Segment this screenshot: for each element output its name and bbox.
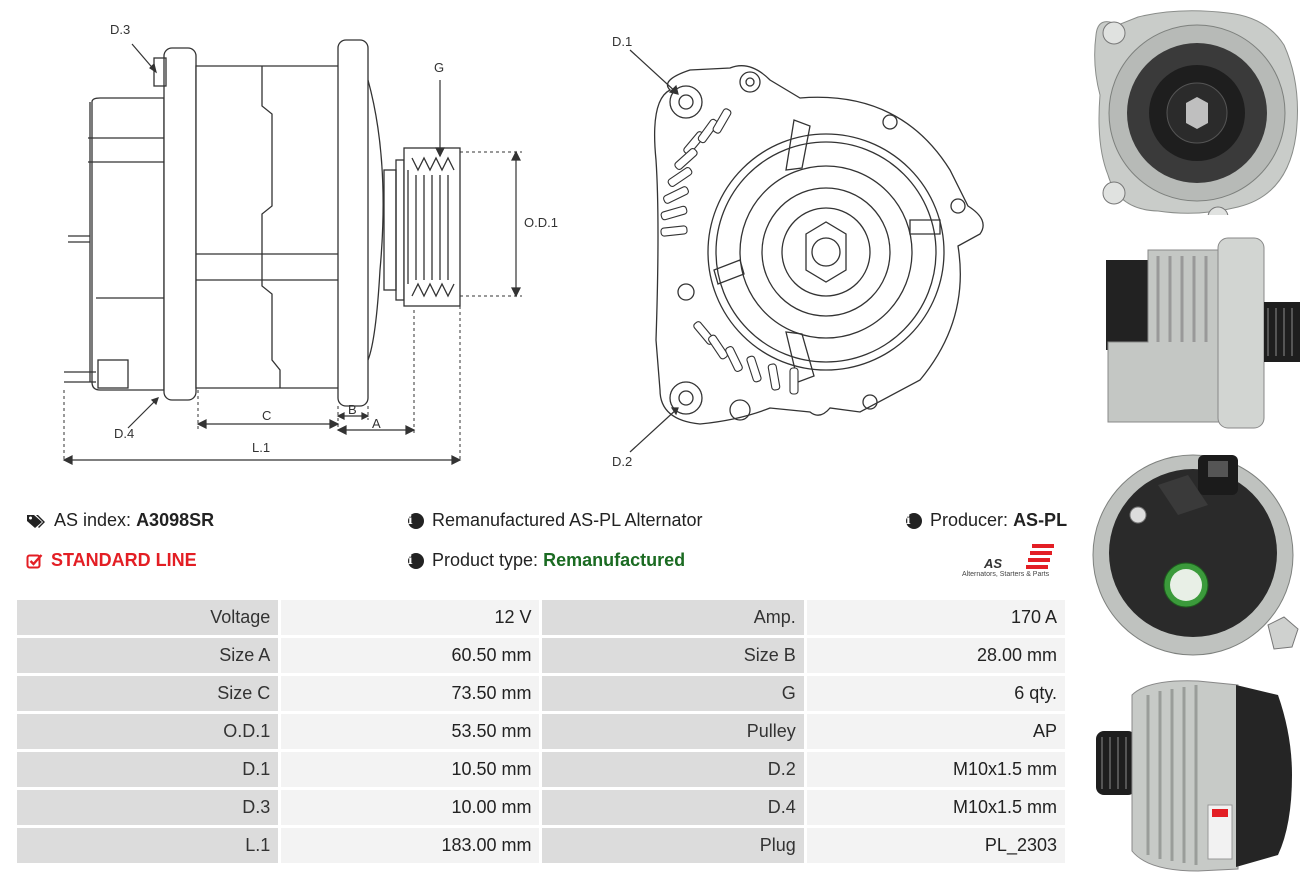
as-logo-mark: AS — [983, 544, 1054, 571]
product-line-row: STANDARD LINE — [26, 550, 197, 571]
spec-value: 12 V — [281, 600, 540, 635]
side-view-drawing: D.3 G O.D.1 D.4 B C A L.1 — [62, 22, 558, 465]
table-row: Size C 73.50 mm G 6 qty. — [17, 676, 1065, 711]
logo-text: AS — [983, 556, 1002, 571]
spec-label: L.1 — [17, 828, 279, 863]
spec-value: 10.50 mm — [281, 752, 540, 787]
spec-label: G — [542, 676, 804, 711]
spec-value: AP — [806, 714, 1065, 749]
product-photo-side — [1106, 237, 1300, 429]
logo-caption: Alternators, Starters & Parts — [962, 571, 1050, 578]
spec-value: 28.00 mm — [806, 638, 1065, 673]
spec-value: M10x1.5 mm — [806, 752, 1065, 787]
product-description: Remanufactured AS-PL Alternator — [432, 510, 703, 530]
label-l1: L.1 — [252, 440, 270, 455]
producer-row: i Producer: AS-PL — [906, 510, 1067, 531]
table-row: L.1 183.00 mm Plug PL_2303 — [17, 828, 1065, 863]
spec-value: 73.50 mm — [281, 676, 540, 711]
check-square-icon — [26, 553, 43, 568]
spec-value: 10.00 mm — [281, 790, 540, 825]
table-row: Voltage 12 V Amp. 170 A — [17, 600, 1065, 635]
producer-value: AS-PL — [1013, 510, 1068, 530]
spec-label: D.2 — [542, 752, 804, 787]
spec-value: 60.50 mm — [281, 638, 540, 673]
table-row: D.1 10.50 mm D.2 M10x1.5 mm — [17, 752, 1065, 787]
spec-label: D.1 — [17, 752, 279, 787]
spec-label: Size B — [542, 638, 804, 673]
product-type-value: Remanufactured — [543, 550, 686, 570]
spec-value: 170 A — [806, 600, 1065, 635]
table-row: Size A 60.50 mm Size B 28.00 mm — [17, 638, 1065, 673]
specification-table: Voltage 12 V Amp. 170 A Size A 60.50 mm … — [14, 597, 1068, 866]
front-view-drawing: D.1 D.2 — [612, 34, 984, 469]
info-circle-icon: i — [906, 512, 922, 529]
product-line-label: STANDARD LINE — [51, 550, 197, 570]
label-d3: D.3 — [110, 22, 130, 37]
as-logo: AS Alternators, Starters & Parts — [962, 538, 1070, 586]
label-d4: D.4 — [114, 426, 134, 441]
spec-label: D.4 — [542, 790, 804, 825]
spec-value: M10x1.5 mm — [806, 790, 1065, 825]
label-g: G — [434, 60, 444, 75]
table-row: D.3 10.00 mm D.4 M10x1.5 mm — [17, 790, 1065, 825]
label-a: A — [372, 416, 381, 431]
spec-value: 6 qty. — [806, 676, 1065, 711]
table-row: O.D.1 53.50 mm Pulley AP — [17, 714, 1065, 749]
spec-label: D.3 — [17, 790, 279, 825]
label-d2: D.2 — [612, 454, 632, 469]
as-index-value[interactable]: A3098SR — [136, 510, 215, 530]
product-type-label: Product type: — [432, 550, 539, 570]
spec-label: Plug — [542, 828, 804, 863]
product-photo-angle — [1096, 680, 1292, 872]
product-photo-rear — [1092, 454, 1299, 656]
spec-value: PL_2303 — [806, 828, 1065, 863]
spec-label: Size A — [17, 638, 279, 673]
tags-icon — [27, 514, 45, 528]
info-circle-icon: i — [408, 552, 424, 569]
spec-label: Size C — [17, 676, 279, 711]
label-c: C — [262, 408, 271, 423]
description-row: i Remanufactured AS-PL Alternator — [408, 510, 702, 531]
spec-value: 53.50 mm — [281, 714, 540, 749]
as-index-label: AS index: — [54, 510, 132, 530]
product-photo-front — [1094, 10, 1298, 215]
info-circle-icon: i — [408, 512, 424, 529]
product-type-row: i Product type: Remanufactured — [408, 550, 685, 571]
label-od1: O.D.1 — [524, 215, 558, 230]
spec-value: 183.00 mm — [281, 828, 540, 863]
label-d1: D.1 — [612, 34, 632, 49]
spec-label: O.D.1 — [17, 714, 279, 749]
spec-label: Amp. — [542, 600, 804, 635]
label-b: B — [348, 402, 357, 417]
spec-label: Voltage — [17, 600, 279, 635]
producer-label: Producer: — [930, 510, 1009, 530]
spec-label: Pulley — [542, 714, 804, 749]
as-index-row: AS index: A3098SR — [26, 510, 214, 531]
